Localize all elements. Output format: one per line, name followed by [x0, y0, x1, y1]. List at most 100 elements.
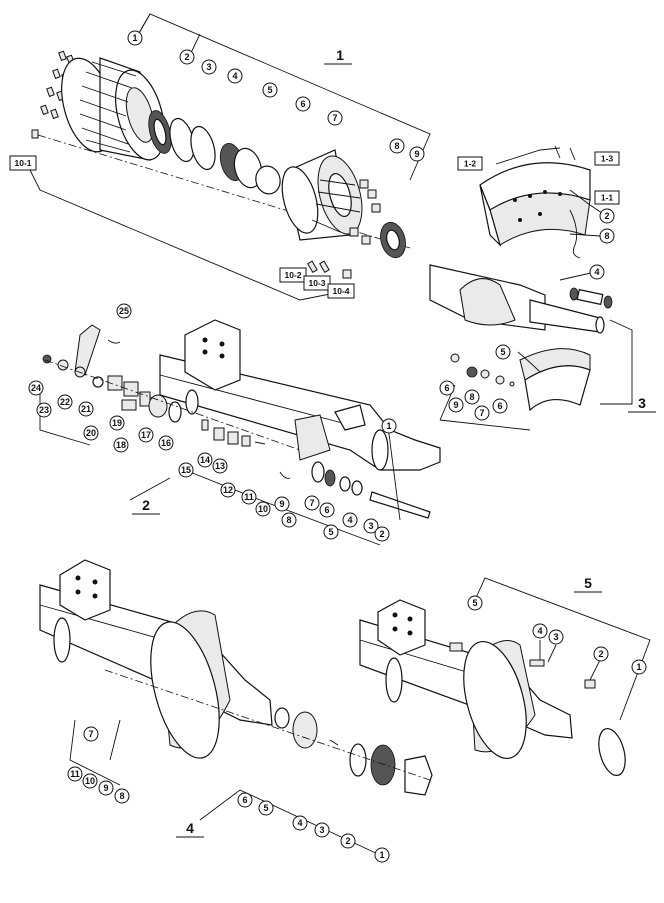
- svg-text:6: 6: [242, 795, 247, 805]
- svg-text:2: 2: [379, 529, 384, 539]
- callout-axle-21: 21: [78, 401, 94, 417]
- svg-text:8: 8: [119, 791, 124, 801]
- callout-axle-3: 3: [363, 518, 379, 534]
- callout-a4-9: 9: [98, 780, 114, 796]
- svg-text:8: 8: [604, 231, 609, 241]
- callout-axle-2: 2: [374, 526, 390, 542]
- callout-axle-18: 18: [113, 437, 129, 453]
- svg-text:1: 1: [386, 421, 391, 431]
- svg-text:15: 15: [181, 465, 191, 475]
- svg-text:10-1: 10-1: [14, 158, 31, 168]
- callout-hub-7: 7: [327, 110, 343, 126]
- callout-a4-10: 10: [82, 773, 98, 789]
- svg-text:10-3: 10-3: [308, 278, 325, 288]
- svg-text:2: 2: [184, 52, 189, 62]
- callout-hub-3: 3: [201, 59, 217, 75]
- callout-axle-11: 11: [241, 489, 257, 505]
- assembly-label-2: 2: [132, 497, 160, 515]
- svg-text:11: 11: [70, 769, 80, 779]
- callout-axle-14: 14: [197, 452, 213, 468]
- callout-brake-8: 8: [599, 228, 615, 244]
- svg-text:4: 4: [297, 818, 302, 828]
- svg-text:2: 2: [604, 211, 609, 221]
- svg-text:8: 8: [286, 515, 291, 525]
- axle-end-assembly-5: 5 4 3 2 1 5: [359, 575, 651, 776]
- svg-text:13: 13: [215, 461, 225, 471]
- callout-hub-1: 1: [127, 30, 143, 46]
- brake-drum: [61, 57, 165, 161]
- box-label-10-4: 10-4: [327, 283, 355, 299]
- camshaft-assembly: 4 5 6 9 8 7 6 3: [429, 264, 656, 431]
- box-label-1-1: 1-1: [594, 190, 620, 205]
- box-label-10-2: 10-2: [279, 267, 307, 283]
- svg-text:6: 6: [497, 401, 502, 411]
- svg-text:4: 4: [537, 626, 542, 636]
- svg-text:8: 8: [394, 141, 399, 151]
- svg-text:1-3: 1-3: [601, 154, 614, 164]
- callout-axle-10: 10: [255, 501, 271, 517]
- callout-axle-23: 23: [36, 402, 52, 418]
- svg-text:3: 3: [638, 395, 646, 411]
- callout-hub-8: 8: [389, 138, 405, 154]
- svg-text:6: 6: [444, 383, 449, 393]
- svg-text:24: 24: [31, 383, 41, 393]
- callout-hub-5: 5: [262, 82, 278, 98]
- svg-text:1: 1: [379, 850, 384, 860]
- svg-text:4: 4: [232, 71, 237, 81]
- svg-text:9: 9: [414, 149, 419, 159]
- callout-axle-9: 9: [274, 496, 290, 512]
- box-label-10-3: 10-3: [303, 275, 331, 291]
- svg-text:10: 10: [85, 776, 95, 786]
- svg-text:7: 7: [309, 498, 314, 508]
- svg-text:23: 23: [39, 405, 49, 415]
- hub-drum-assembly: 1 2 3 4 5 6 7 8 9 10-1 10-2 10-3 10-4 1: [9, 13, 431, 301]
- svg-text:3: 3: [368, 521, 373, 531]
- svg-text:7: 7: [88, 729, 93, 739]
- callout-cam-9: 9: [448, 397, 464, 413]
- svg-text:1-2: 1-2: [464, 159, 477, 169]
- svg-text:3: 3: [206, 62, 211, 72]
- svg-text:10: 10: [258, 504, 268, 514]
- assembly-label-5: 5: [574, 575, 602, 593]
- svg-text:2: 2: [142, 497, 150, 513]
- svg-text:5: 5: [263, 803, 268, 813]
- svg-text:5: 5: [328, 527, 333, 537]
- svg-text:16: 16: [161, 438, 171, 448]
- assembly-label-1: 1: [324, 47, 352, 65]
- assembly-label-4: 4: [176, 820, 204, 838]
- svg-text:2: 2: [345, 836, 350, 846]
- svg-text:19: 19: [112, 418, 122, 428]
- svg-text:1-1: 1-1: [601, 193, 614, 203]
- svg-text:9: 9: [453, 400, 458, 410]
- svg-text:25: 25: [119, 306, 129, 316]
- box-label-1-3: 1-3: [594, 151, 620, 166]
- assembly-label-3: 3: [628, 395, 656, 413]
- callout-axle-4: 4: [342, 512, 358, 528]
- callout-a4-2: 2: [340, 833, 356, 849]
- svg-text:22: 22: [60, 397, 70, 407]
- svg-text:3: 3: [553, 632, 558, 642]
- callout-hub-6: 6: [295, 96, 311, 112]
- callout-cam-8: 8: [464, 389, 480, 405]
- svg-text:9: 9: [279, 499, 284, 509]
- callout-axle-8: 8: [281, 512, 297, 528]
- svg-text:10-2: 10-2: [284, 270, 301, 280]
- svg-text:18: 18: [116, 440, 126, 450]
- svg-text:7: 7: [332, 113, 337, 123]
- axle-slack-adjuster-assembly: 25 24 23 22 21 20 19 18 17 16 15 14 13 1…: [28, 303, 441, 546]
- svg-text:9: 9: [103, 783, 108, 793]
- svg-text:5: 5: [500, 347, 505, 357]
- brake-shoe-assembly: 1-2 1-3 1-1 2 8: [457, 145, 620, 259]
- callout-axle-7: 7: [304, 495, 320, 511]
- svg-text:5: 5: [584, 575, 592, 591]
- svg-text:12: 12: [223, 485, 233, 495]
- callout-brake-2: 2: [599, 208, 615, 224]
- callout-a4-4: 4: [292, 815, 308, 831]
- inner-bearing: [219, 143, 281, 195]
- svg-text:7: 7: [479, 408, 484, 418]
- svg-text:1: 1: [336, 47, 344, 63]
- callout-axle-24: 24: [28, 380, 44, 396]
- box-label-10-1: 10-1: [9, 155, 37, 171]
- svg-text:1: 1: [636, 662, 641, 672]
- callout-cam-4: 4: [589, 264, 605, 280]
